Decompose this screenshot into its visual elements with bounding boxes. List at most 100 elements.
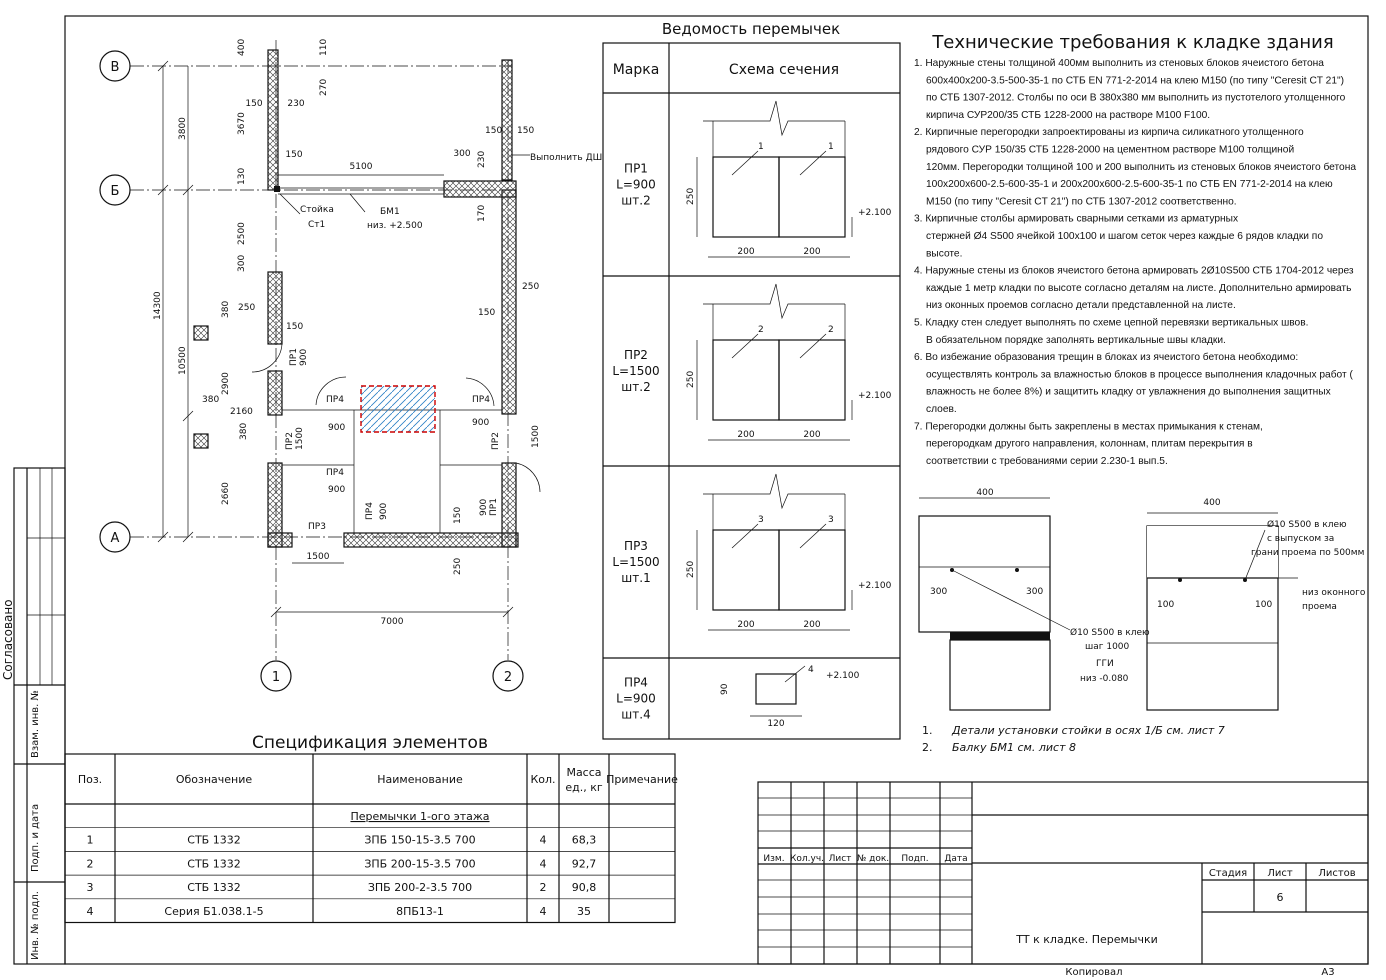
tech-notes: 1. Наружные стены толщиной 400мм выполни… (914, 57, 1356, 467)
dim-250-bottom: 250 (453, 558, 463, 575)
spec-cell: СТБ 1332 (187, 857, 240, 870)
column-st1 (274, 186, 280, 192)
lintel-pos-label: 1 (828, 142, 834, 152)
lintel-mark: ПР2 (624, 348, 648, 362)
pr4-label-d: ПР4 (365, 502, 375, 520)
leader (799, 523, 827, 549)
lintel-width: 120 (767, 719, 784, 729)
spec-cell: 4 (540, 905, 547, 918)
detail-left-ggi: ГГИ (1096, 659, 1114, 669)
lintel-height: 90 (720, 683, 730, 695)
axis-2-bubble (492, 660, 524, 692)
dim-150-top: 150 (285, 150, 302, 160)
spec-cell: СТБ 1332 (187, 881, 240, 894)
lintel-qty: шт.2 (621, 194, 650, 208)
spec-cell: 8ПБ13-1 (396, 905, 444, 918)
axis-1-label: 1 (272, 670, 280, 685)
detail-left-d1: 300 (930, 587, 947, 597)
lintel-qty: шт.1 (621, 571, 650, 585)
bm1-label: БМ1 (380, 207, 400, 217)
dim-150-right2: 150 (517, 126, 534, 136)
col-mark: Марка (613, 62, 660, 78)
dim-250-right: 250 (522, 282, 539, 292)
lintel-block-right (778, 156, 846, 238)
tech-note-line: М150 (по типу "Ceresit CT 21") по СТБ 13… (926, 196, 1237, 207)
pillar-2 (193, 433, 209, 449)
highlight-area (360, 385, 436, 433)
wall-bottom-right (343, 532, 519, 548)
tech-note-line: 2. Кирпичные перегородки запроектированы… (914, 127, 1304, 138)
col-section: Схема сечения (729, 62, 839, 78)
tb-sheets: Листов (1318, 868, 1355, 879)
tech-note-line: слоев. (926, 404, 957, 415)
detail-left-rebar: Ø10 S500 в клею (1070, 627, 1150, 638)
lintel-block-left (712, 529, 780, 611)
detail-left: 400 300 300 Ø10 S500 в клею шаг 1000 ГГИ… (918, 488, 1150, 711)
wall-right-top (501, 59, 513, 181)
detail-right-rebar3: грани проема по 500мм (1251, 548, 1364, 558)
spec-header: ед., кг (565, 781, 603, 794)
footnotes: 1. Детали установки стойки в осях 1/Б см… (922, 724, 1225, 754)
dim-150-left: 150 (286, 322, 303, 332)
tech-note-line: осуществлять контроль за влажностью блок… (926, 368, 1353, 380)
tech-note-line: перегородкам другого направления, колонн… (926, 439, 1253, 450)
tech-note-line: 3. Кирпичные столбы армировать сварными … (914, 213, 1238, 225)
detail-right-win2: проема (1302, 602, 1337, 612)
pr2-label-b: ПР2 (491, 432, 501, 450)
tech-note-line: соответствии с требованиями серии 2.230-… (926, 455, 1168, 467)
lintel-block (755, 673, 797, 705)
dim-7000: 7000 (381, 617, 404, 627)
lintel-height: 250 (686, 371, 696, 388)
spec-cell: ЗПБ 200-2-3.5 700 (368, 881, 472, 894)
tech-note-line: 600х400х200-3.5-500-35-1 по СТБ EN 771-2… (926, 75, 1344, 86)
lintel-height: 250 (686, 561, 696, 578)
dsh-label: Выполнить ДШ (530, 153, 602, 163)
tech-note-line: 100х200х600-2.5-600-35-1 и 200х200х600-2… (926, 179, 1333, 190)
spec-cell: 4 (87, 905, 94, 918)
spec-header: Обозначение (176, 773, 253, 786)
tb-name: ТТ к кладке. Перемычки (1015, 933, 1158, 946)
spec-cell: 2 (540, 881, 547, 894)
tb-copied: Копировал (1065, 967, 1122, 978)
lintel-pos-label: 3 (828, 515, 834, 525)
detail-left-dim: 400 (976, 488, 993, 498)
tb-col-podp: Подп. (901, 854, 928, 864)
lintel-block-right (778, 529, 846, 611)
pr3-label: ПР3 (308, 522, 326, 532)
axis-1-bubble (260, 660, 292, 692)
detail-right-rebar1: Ø10 S500 в клею (1267, 519, 1347, 530)
tech-note-line: по СТБ 1307-2012. Столбы по оси В 380х38… (926, 92, 1346, 104)
dim-400: 400 (237, 39, 247, 56)
tech-note-line: кирпича СУР200/35 СТБ 1228-2000 на раств… (926, 110, 1210, 121)
dim-300-top: 300 (453, 149, 470, 159)
dim-150-v: 150 (245, 99, 262, 109)
footnote-1-num: 1. (922, 724, 933, 737)
wall-right-upper (501, 189, 517, 415)
podp-label: Подп. и дата (30, 804, 41, 872)
spec-header: Масса (566, 766, 601, 779)
wall-bottom-left (267, 532, 293, 548)
axis-a-bubble (99, 521, 131, 553)
dim-230-right: 230 (477, 151, 487, 168)
spec-header: Примечание (606, 773, 678, 786)
detail-right-d1: 100 (1157, 600, 1174, 610)
sheet-frame (64, 15, 1369, 965)
detail-right: 400 100 100 Ø10 S500 в клею с выпуском з… (1146, 498, 1366, 711)
dim-150-right: 150 (485, 126, 502, 136)
dim-3670: 3670 (237, 112, 247, 135)
spec-header: Кол. (530, 773, 555, 786)
detail-right-rebar2: с выпуском за (1267, 534, 1334, 544)
tech-note-line: влажность не более 8%) и защитить кладку… (926, 386, 1331, 398)
dim-5100: 5100 (350, 162, 373, 172)
lintel-level: +2.100 (826, 671, 860, 681)
tb-col-list: Лист (829, 854, 852, 864)
wall-left-upper (267, 49, 279, 191)
lintel-qty: шт.4 (621, 708, 650, 722)
tech-note-line: В обязательном порядке заполнять вертика… (926, 334, 1226, 346)
dim-380-a: 380 (202, 395, 219, 405)
lintel-pos-label: 2 (828, 325, 834, 335)
spec-header: Поз. (78, 773, 102, 786)
dim-900-c: 900 (328, 485, 345, 495)
lintel-width: 200 (803, 430, 820, 440)
dim-270: 270 (319, 79, 329, 96)
